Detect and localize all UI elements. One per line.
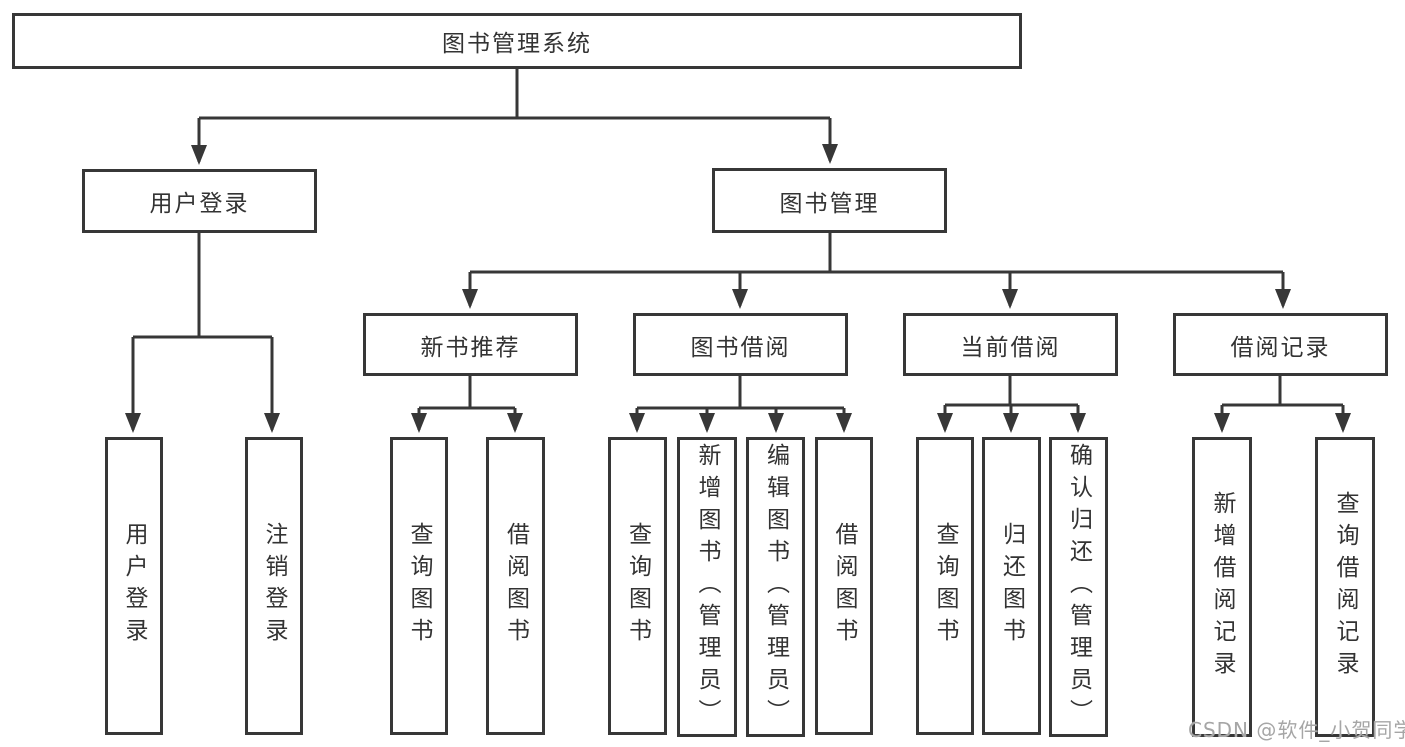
leaf-records-add-record-label: 新增借阅记录 <box>1209 491 1235 683</box>
leaf-borrow-borrow-books: 借阅图书 <box>815 437 873 735</box>
leaf-current-query-books-label: 查询图书 <box>932 522 958 650</box>
leaf-logout-label: 注销登录 <box>261 522 287 650</box>
node-new-book-recommend-label: 新书推荐 <box>420 334 521 361</box>
leaf-records-add-record: 新增借阅记录 <box>1192 437 1252 737</box>
leaf-borrow-query-books: 查询图书 <box>608 437 667 735</box>
node-new-book-recommend: 新书推荐 <box>363 313 578 376</box>
node-root-system: 图书管理系统 <box>12 13 1022 69</box>
node-user-login-group: 用户登录 <box>82 169 317 233</box>
leaf-borrow-add-books-admin: 新增图书（管理员） <box>677 437 737 737</box>
leaf-borrow-query-books-label: 查询图书 <box>624 522 651 650</box>
leaf-borrow-edit-books-admin-label: 编辑图书（管理员） <box>762 443 789 731</box>
node-current-borrow-label: 当前借阅 <box>960 334 1061 361</box>
leaf-borrow-add-books-admin-label: 新增图书（管理员） <box>694 443 720 731</box>
leaf-user-login: 用户登录 <box>105 437 163 735</box>
node-book-management-group: 图书管理 <box>712 168 947 233</box>
node-root-label: 图书管理系统 <box>442 31 592 57</box>
leaf-current-confirm-return-admin: 确认归还（管理员） <box>1049 437 1108 737</box>
leaf-borrow-edit-books-admin: 编辑图书（管理员） <box>746 437 805 737</box>
leaf-recommend-query-books: 查询图书 <box>390 437 448 735</box>
leaf-records-query-record-label: 查询借阅记录 <box>1332 491 1358 683</box>
leaf-current-confirm-return-admin-label: 确认归还（管理员） <box>1065 443 1092 731</box>
leaf-recommend-query-books-label: 查询图书 <box>406 522 432 650</box>
leaf-current-return-books: 归还图书 <box>982 437 1041 735</box>
leaf-current-return-books-label: 归还图书 <box>998 522 1025 650</box>
leaf-logout: 注销登录 <box>245 437 303 735</box>
node-borrow-records-label: 借阅记录 <box>1230 334 1331 361</box>
leaf-recommend-borrow-books-label: 借阅图书 <box>502 522 529 650</box>
node-book-management-group-label: 图书管理 <box>779 190 880 217</box>
leaf-current-query-books: 查询图书 <box>916 437 974 735</box>
node-borrow-records: 借阅记录 <box>1173 313 1388 376</box>
node-current-borrow: 当前借阅 <box>903 313 1118 376</box>
leaf-records-query-record: 查询借阅记录 <box>1315 437 1375 737</box>
leaf-borrow-borrow-books-label: 借阅图书 <box>831 522 857 650</box>
leaf-recommend-borrow-books: 借阅图书 <box>486 437 545 735</box>
leaf-user-login-label: 用户登录 <box>121 522 147 650</box>
node-book-borrow: 图书借阅 <box>633 313 848 376</box>
csdn-watermark: CSDN @软件_小贺同学 <box>1188 718 1405 742</box>
node-user-login-group-label: 用户登录 <box>149 191 250 217</box>
node-book-borrow-label: 图书借阅 <box>690 334 791 361</box>
arrow-connectors <box>125 118 1351 433</box>
